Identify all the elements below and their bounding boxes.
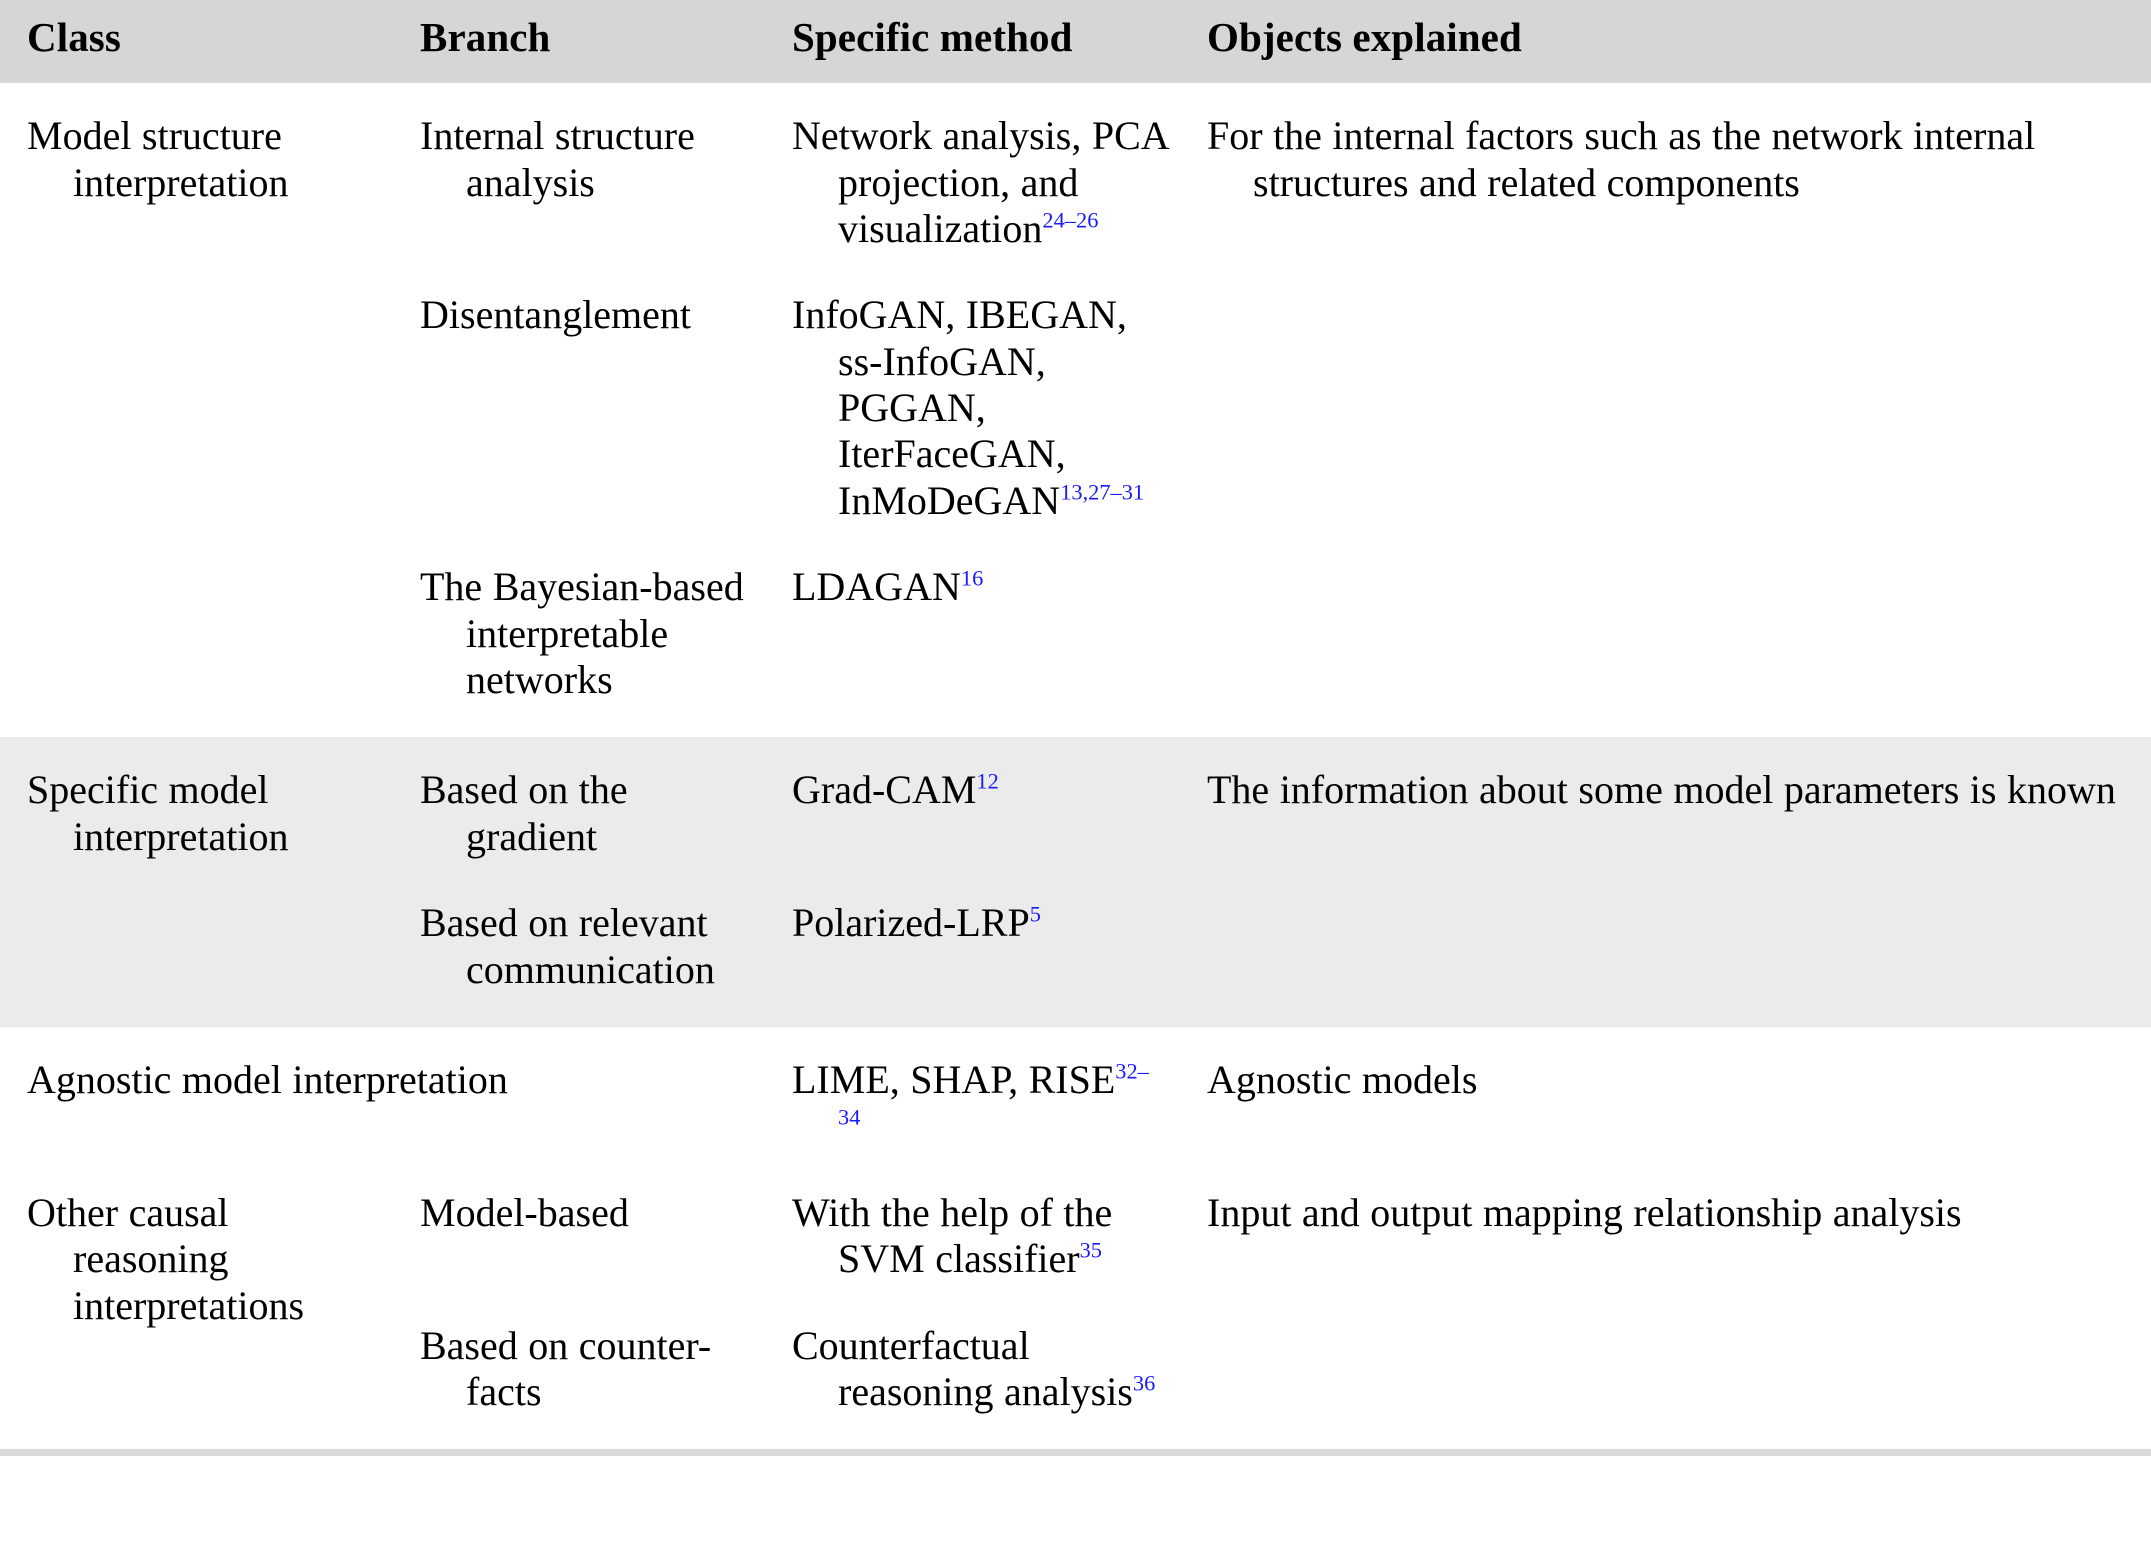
cell-branch: Based on the gradient [396, 737, 768, 861]
cell-branch: Internal structure analysis [396, 83, 768, 252]
table-head: Class Branch Specific method Objects exp… [0, 0, 2151, 84]
cell-class: Agnostic model interpretation [0, 1027, 768, 1150]
method-text: Network analysis, PCA projection, and vi… [792, 113, 1169, 252]
cell-objects-explained: Input and output mapping relationship an… [1187, 1150, 2151, 1450]
citation-superscript: 12 [976, 769, 999, 795]
cell-specific-method: Network analysis, PCA projection, and vi… [768, 83, 1187, 252]
column-header-objects-explained: Objects explained [1207, 14, 1522, 60]
citation-superscript: 16 [960, 565, 984, 591]
method-text: Polarized-LRP5 [792, 900, 1169, 946]
citation-superscript: 36 [1132, 1370, 1156, 1396]
class-label: Agnostic model interpretation [27, 1057, 508, 1102]
table-row: Other causal reasoning interpretations M… [0, 1150, 2151, 1328]
branch-label: The Bayesian-based interpretable network… [420, 564, 744, 703]
method-label: InfoGAN, IBEGAN, ss-InfoGAN, PGGAN, Iter… [792, 292, 1127, 523]
citation-superscript: 5 [1029, 901, 1041, 927]
cell-branch: Based on counter-facts [396, 1283, 768, 1450]
column-header-class: Class [27, 14, 121, 60]
method-text: LDAGAN16 [792, 564, 1169, 610]
cell-objects-explained: The information about some model paramet… [1187, 737, 2151, 1027]
method-label: Network analysis, PCA projection, and vi… [792, 113, 1168, 251]
citation-superscript: 24–26 [1042, 207, 1099, 233]
class-label: Specific model interpretation [27, 767, 289, 859]
cell-branch: Based on relevant communication [396, 860, 768, 1027]
column-header-branch: Branch [420, 14, 551, 60]
objects-label: Agnostic models [1207, 1057, 1478, 1102]
cell-specific-method: With the help of the SVM classifier35 [768, 1150, 1187, 1283]
table-row: Agnostic model interpretation LIME, SHAP… [0, 1027, 2151, 1150]
table-row: Based on relevant communication Polarize… [0, 860, 2151, 1027]
branch-label: Disentanglement [420, 292, 692, 338]
method-text: With the help of the SVM classifier35 [792, 1190, 1169, 1283]
objects-label: For the internal factors such as the net… [1207, 113, 2036, 205]
objects-label: Input and output mapping relationship an… [1207, 1189, 1962, 1235]
table-row: Based on counter-facts Counterfactual re… [0, 1283, 2151, 1450]
cell-class: Model structure interpretation [0, 83, 396, 737]
citation-superscript: 13,27–31 [1060, 479, 1145, 505]
branch-label: Based on the gradient [420, 767, 628, 859]
method-text: Counterfactual reasoning analysis36 [792, 1323, 1169, 1416]
citation-superscript: 35 [1079, 1237, 1102, 1263]
cell-specific-method: LIME, SHAP, RISE32–34 [768, 1027, 1187, 1150]
method-text: LIME, SHAP, RISE32–34 [792, 1057, 1169, 1150]
cell-branch: The Bayesian-based interpretable network… [396, 524, 768, 737]
cell-specific-method: Grad-CAM12 [768, 737, 1187, 861]
method-label: LIME, SHAP, RISE [792, 1057, 1116, 1102]
branch-label: Internal structure analysis [420, 113, 695, 205]
bottom-rule-cell [0, 1446, 2151, 1456]
method-label: With the help of the SVM classifier [792, 1189, 1113, 1282]
cell-specific-method: InfoGAN, IBEGAN, ss-InfoGAN, PGGAN, Iter… [768, 252, 1187, 524]
cell-class: Specific model interpretation [0, 737, 396, 1027]
table-tail-spacer [0, 1456, 2151, 1468]
table-bottom-rule [0, 1446, 2151, 1456]
table-row: Model structure interpretation Internal … [0, 83, 2151, 252]
class-label: Other causal reasoning interpretations [27, 1189, 305, 1328]
table-body: Model structure interpretation Internal … [0, 83, 2151, 1456]
classification-table: Class Branch Specific method Objects exp… [0, 0, 2151, 1456]
branch-label: Based on counter-facts [420, 1322, 712, 1414]
cell-class: Other causal reasoning interpretations [0, 1150, 396, 1450]
table-row: The Bayesian-based interpretable network… [0, 524, 2151, 737]
method-label: Counterfactual reasoning analysis [792, 1322, 1133, 1414]
method-label: Grad-CAM [792, 767, 977, 813]
column-header-specific-method: Specific method [792, 14, 1073, 60]
table-row: Disentanglement InfoGAN, IBEGAN, ss-Info… [0, 252, 2151, 524]
method-text: InfoGAN, IBEGAN, ss-InfoGAN, PGGAN, Iter… [792, 292, 1169, 524]
citation-superscript: 32–34 [838, 1058, 1149, 1131]
cell-specific-method: LDAGAN16 [768, 524, 1187, 737]
table-row: Specific model interpretation Based on t… [0, 737, 2151, 1027]
cell-specific-method: Polarized-LRP5 [768, 860, 1187, 1027]
class-label: Model structure interpretation [27, 113, 289, 205]
cell-objects-explained: For the internal factors such as the net… [1187, 83, 2151, 737]
method-text: Grad-CAM12 [792, 767, 1169, 813]
cell-objects-explained: Agnostic models [1187, 1027, 2151, 1150]
branch-label: Model-based [420, 1189, 629, 1235]
table-container: Class Branch Specific method Objects exp… [0, 0, 2151, 1468]
cell-specific-method: Counterfactual reasoning analysis36 [768, 1283, 1187, 1450]
table-header-row: Class Branch Specific method Objects exp… [0, 0, 2151, 84]
method-label: LDAGAN [792, 564, 961, 610]
cell-branch: Model-based [396, 1150, 768, 1283]
branch-label: Based on relevant communication [420, 900, 715, 992]
method-label: Polarized-LRP [792, 900, 1030, 946]
cell-branch: Disentanglement [396, 252, 768, 524]
objects-label: The information about some model paramet… [1207, 767, 2116, 813]
